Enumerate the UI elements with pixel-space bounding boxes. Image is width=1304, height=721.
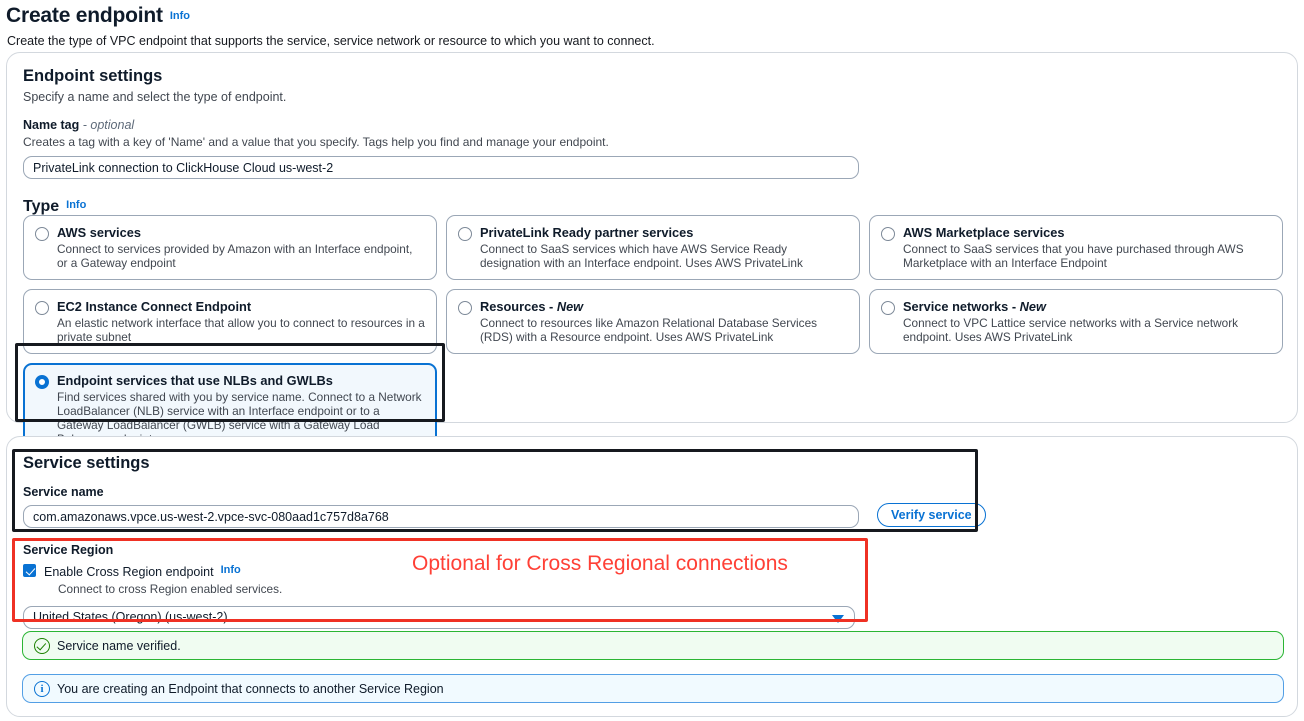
page-description: Create the type of VPC endpoint that sup… bbox=[7, 34, 655, 48]
service-name-field-group: Service name Verify service bbox=[23, 485, 1281, 528]
service-settings-card: Service settings Service name Verify ser… bbox=[6, 436, 1298, 717]
name-tag-help: Creates a tag with a key of 'Name' and a… bbox=[23, 135, 609, 149]
radio-icon[interactable] bbox=[881, 227, 895, 241]
service-name-verified-alert: Service name verified. bbox=[22, 631, 1284, 660]
type-option-service-networks[interactable]: Service networks - New Connect to VPC La… bbox=[869, 289, 1283, 354]
type-option-title: Service networks - New bbox=[903, 299, 1046, 314]
type-option-description: Connect to SaaS services that you have p… bbox=[903, 242, 1244, 270]
radio-selected-icon[interactable] bbox=[35, 375, 49, 389]
radio-icon[interactable] bbox=[35, 301, 49, 315]
type-option-title: EC2 Instance Connect Endpoint bbox=[57, 299, 252, 314]
type-info-link[interactable]: Info bbox=[66, 199, 87, 211]
service-name-input[interactable] bbox=[23, 505, 859, 528]
type-option-ec2-instance-connect-endpoint[interactable]: EC2 Instance Connect Endpoint An elastic… bbox=[23, 289, 437, 354]
service-settings-body: Service settings Service name Verify ser… bbox=[7, 437, 1297, 629]
cross-region-info-alert: You are creating an Endpoint that connec… bbox=[22, 674, 1284, 703]
type-option-description: Connect to resources like Amazon Relatio… bbox=[480, 316, 818, 344]
service-region-selected-value: United States (Oregon) (us-west-2) bbox=[33, 610, 228, 624]
page-header: Create endpoint Info Create the type of V… bbox=[0, 0, 1304, 48]
info-circle-icon bbox=[34, 680, 50, 699]
alert-message: You are creating an Endpoint that connec… bbox=[57, 682, 444, 696]
name-tag-input[interactable] bbox=[23, 156, 859, 179]
name-tag-field-group: Name tag - optional Creates a tag with a… bbox=[23, 118, 1281, 179]
service-name-label: Service name bbox=[23, 485, 104, 499]
endpoint-settings-title: Endpoint settings bbox=[23, 67, 163, 85]
service-region-label: Service Region bbox=[23, 543, 114, 557]
type-option-title: PrivateLink Ready partner services bbox=[480, 225, 694, 240]
type-option-title: AWS services bbox=[57, 225, 141, 240]
type-option-description: An elastic network interface that allow … bbox=[57, 316, 425, 344]
radio-icon[interactable] bbox=[35, 227, 49, 241]
type-label: Type bbox=[23, 198, 60, 215]
checkbox-checked-icon[interactable] bbox=[23, 564, 36, 577]
type-option-description: Connect to SaaS services which have AWS … bbox=[480, 242, 803, 270]
alert-message: Service name verified. bbox=[57, 639, 181, 653]
cross-region-info-link[interactable]: Info bbox=[220, 564, 241, 576]
service-region-select[interactable]: United States (Oregon) (us-west-2) bbox=[23, 606, 855, 629]
type-option-aws-services[interactable]: AWS services Connect to services provide… bbox=[23, 215, 437, 280]
type-option-title: Resources - New bbox=[480, 299, 584, 314]
endpoint-settings-body: Endpoint settings Specify a name and sel… bbox=[7, 53, 1297, 232]
name-tag-label-text: Name tag bbox=[23, 118, 80, 132]
enable-cross-region-endpoint-help: Connect to cross Region enabled services… bbox=[58, 582, 283, 596]
name-tag-optional-suffix: - optional bbox=[82, 118, 135, 132]
endpoint-type-tile-grid: AWS services Connect to services provide… bbox=[23, 215, 1283, 456]
service-region-group: Service Region Enable Cross Region endpo… bbox=[23, 543, 1281, 629]
radio-icon[interactable] bbox=[458, 227, 472, 241]
type-option-privatelink-ready-partner-services[interactable]: PrivateLink Ready partner services Conne… bbox=[446, 215, 860, 280]
name-tag-label: Name tag - optional bbox=[23, 118, 1281, 132]
radio-icon[interactable] bbox=[881, 301, 895, 315]
page-info-link[interactable]: Info bbox=[169, 10, 191, 22]
enable-cross-region-endpoint-row[interactable]: Enable Cross Region endpoint Info Connect… bbox=[23, 563, 1281, 596]
endpoint-settings-description: Specify a name and select the type of en… bbox=[23, 90, 287, 104]
chevron-down-icon[interactable] bbox=[832, 615, 844, 623]
type-option-title: Endpoint services that use NLBs and GWLB… bbox=[57, 373, 333, 388]
radio-icon[interactable] bbox=[458, 301, 472, 315]
type-option-description: Connect to VPC Lattice service networks … bbox=[903, 316, 1239, 344]
type-option-title: AWS Marketplace services bbox=[903, 225, 1065, 240]
endpoint-settings-card: Endpoint settings Specify a name and sel… bbox=[6, 52, 1298, 456]
check-circle-icon bbox=[34, 638, 50, 654]
verify-service-button[interactable]: Verify service bbox=[877, 503, 986, 527]
type-option-resources[interactable]: Resources - New Connect to resources lik… bbox=[446, 289, 860, 354]
type-option-endpoint-services-nlb-gwlb[interactable]: Endpoint services that use NLBs and GWLB… bbox=[23, 363, 437, 456]
annotation-note-cross-region: Optional for Cross Regional connections bbox=[412, 552, 788, 575]
type-option-description: Connect to services provided by Amazon w… bbox=[57, 242, 413, 270]
enable-cross-region-endpoint-label: Enable Cross Region endpoint bbox=[44, 565, 214, 579]
page-title: Create endpoint bbox=[6, 4, 163, 27]
service-settings-title: Service settings bbox=[23, 454, 150, 472]
type-option-aws-marketplace-services[interactable]: AWS Marketplace services Connect to SaaS… bbox=[869, 215, 1283, 280]
